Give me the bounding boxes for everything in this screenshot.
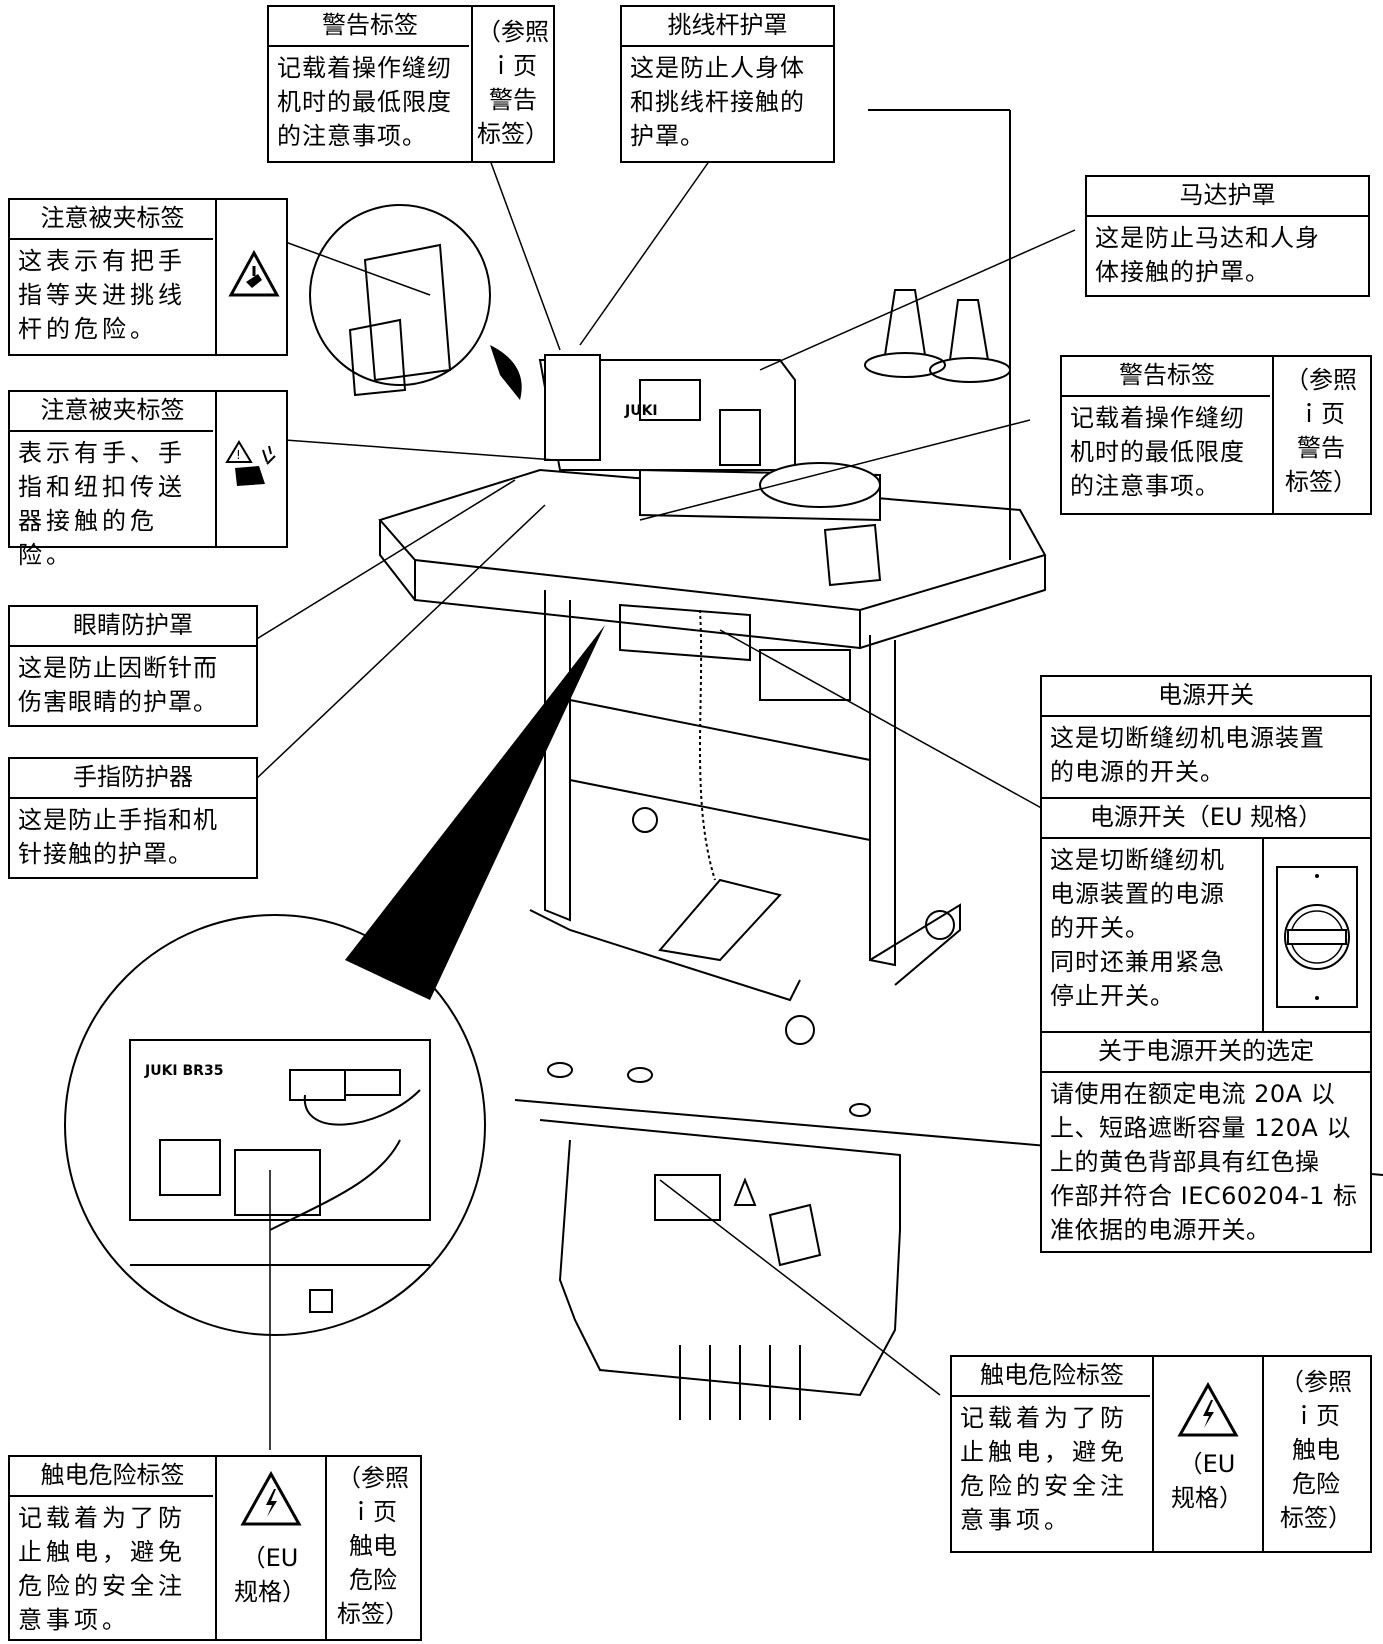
- shock-label-left-eu: （EU 规格）: [234, 1544, 306, 1606]
- power-switch-eu-text: 这是切断缝纫机 电源装置的电源 的开关。 同时还兼用紧急 停止开关。: [1050, 846, 1225, 1010]
- pinch-warning-icon: [228, 250, 280, 297]
- power-switch-select-text: 请使用在额定电流 20A 以 上、短路遮断容量 120A 以 上的黄色背部具有红…: [1050, 1080, 1358, 1244]
- eye-guard-text: 这是防止因断针而 伤害眼睛的护罩。: [18, 654, 218, 716]
- shock-label-left-text: 记载着为了防 止触电，避免 危险的安全注 意事项。: [18, 1504, 186, 1634]
- motor-cover-box: 马达护罩 这是防止马达和人身 体接触的护罩。: [1085, 175, 1370, 297]
- power-switch-eu-title: 电源开关（EU 规格）: [1089, 803, 1323, 831]
- finger-guard-title: 手指防护器: [73, 763, 193, 791]
- shock-label-right-eu: （EU 规格）: [1171, 1450, 1243, 1512]
- shock-label-right-text: 记载着为了防 止触电，避免 危险的安全注 意事项。: [960, 1404, 1128, 1534]
- panel-brand-text: JUKI BR35: [144, 1063, 223, 1079]
- shock-label-right-title: 触电危险标签: [980, 1361, 1124, 1389]
- eye-guard-box: 眼睛防护罩 这是防止因断针而 伤害眼睛的护罩。: [8, 605, 258, 727]
- motor-cover-title: 马达护罩: [1179, 181, 1276, 209]
- power-switch-title: 电源开关: [1158, 681, 1254, 709]
- warning-label-right-box: 警告标签 记载着操作缝纫 机时的最低限度 的注意事项。 （参照 ｉ页 警告 标签…: [1060, 355, 1372, 515]
- rotary-switch-icon: [1276, 866, 1358, 1008]
- pinch-label-2-text: 表示有手、手 指和纽扣传送 器接触的危险。: [18, 439, 186, 569]
- warning-label-right-text: 记载着操作缝纫 机时的最低限度 的注意事项。: [1070, 404, 1245, 500]
- warning-label-top-box: 警告标签 记载着操作缝纫 机时的最低限度 的注意事项。 （参照 ｉ页 警告 标签…: [267, 5, 555, 163]
- takeup-cover-title: 挑线杆护罩: [667, 11, 788, 39]
- button-feeder-pinch-icon: !: [225, 440, 276, 486]
- warning-label-top-title: 警告标签: [322, 11, 418, 39]
- warning-label-top-text: 记载着操作缝纫 机时的最低限度 的注意事项。: [277, 54, 452, 150]
- pinch-label-1-text: 这表示有把手 指等夹进挑线 杆的危险。: [18, 247, 186, 343]
- eye-guard-title: 眼睛防护罩: [73, 611, 193, 639]
- pinch-label-2-title: 注意被夹标签: [40, 396, 185, 424]
- takeup-cover-box: 挑线杆护罩 这是防止人身体 和挑线杆接触的 护罩。: [620, 5, 835, 163]
- takeup-cover-text: 这是防止人身体 和挑线杆接触的 护罩。: [630, 54, 805, 150]
- motor-cover-text: 这是防止马达和人身 体接触的护罩。: [1095, 224, 1320, 286]
- finger-guard-text: 这是防止手指和机 针接触的护罩。: [18, 806, 218, 868]
- warning-label-right-title: 警告标签: [1119, 361, 1215, 389]
- shock-label-right-box: 触电危险标签 记载着为了防 止触电，避免 危险的安全注 意事项。 （EU 规格）…: [950, 1355, 1372, 1553]
- warning-label-right-ref: （参照 ｉ页 警告 标签）: [1285, 366, 1357, 496]
- machine-brand-text: JUKI: [624, 403, 658, 419]
- pinch-label-1-box: 注意被夹标签 这表示有把手 指等夹进挑线 杆的危险。: [8, 198, 288, 356]
- warning-label-top-ref: （参照 ｉ页 警告 标签）: [477, 18, 549, 148]
- shock-label-left-title: 触电危险标签: [40, 1461, 185, 1489]
- pinch-label-2-box: 注意被夹标签 表示有手、手 指和纽扣传送 器接触的危险。 !: [8, 390, 288, 569]
- electric-shock-icon: [240, 1471, 302, 1526]
- power-switch-text: 这是切断缝纫机电源装置 的电源的开关。: [1050, 724, 1325, 786]
- power-switch-box: 电源开关 这是切断缝纫机电源装置 的电源的开关。 电源开关（EU 规格） 这是切…: [1040, 675, 1372, 1253]
- shock-label-right-ref: （参照 ｉ页 触电 危险 标签）: [1280, 1368, 1352, 1532]
- electric-shock-icon: [1177, 1382, 1239, 1437]
- power-switch-select-title: 关于电源开关的选定: [1098, 1037, 1314, 1065]
- finger-guard-box: 手指防护器 这是防止手指和机 针接触的护罩。: [8, 757, 258, 879]
- shock-label-left-box: 触电危险标签 记载着为了防 止触电，避免 危险的安全注 意事项。 （EU 规格）…: [8, 1455, 422, 1641]
- pinch-label-1-title: 注意被夹标签: [40, 204, 185, 232]
- shock-label-left-ref: （参照 ｉ页 触电 危险 标签）: [337, 1464, 409, 1628]
- svg-text:!: !: [236, 448, 241, 462]
